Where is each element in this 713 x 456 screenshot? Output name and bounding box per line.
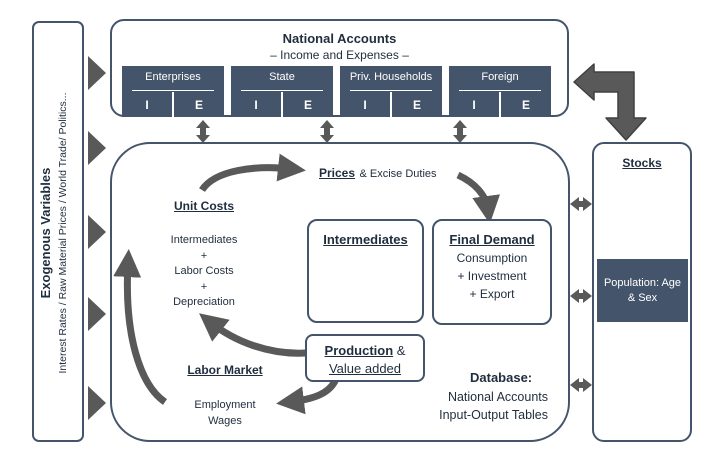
sector-link-arrow-2 (320, 120, 334, 143)
value-added-label: Value added (328, 361, 402, 376)
stocks-link-arrow-2 (570, 289, 592, 303)
sector-underline (241, 90, 323, 91)
production-title: Production (324, 343, 394, 358)
sector-underline (132, 90, 214, 91)
prices-rest: & Excise Duties (359, 168, 437, 180)
sector-divider (390, 92, 392, 117)
labor-market-to-unit-costs-arrow (113, 249, 168, 405)
production-box: Production & Value added (305, 334, 425, 382)
unit-costs-item: + (200, 249, 208, 262)
exogenous-arrow-5 (88, 386, 106, 420)
exogenous-arrow-2 (88, 131, 106, 165)
unit-costs-item: Intermediates (170, 234, 238, 246)
final-demand-box: Final Demand Consumption + Investment + … (432, 219, 552, 325)
prices-to-final-demand-arrow (456, 171, 501, 224)
labor-market-item: Wages (208, 415, 242, 427)
income-cell: I (145, 98, 149, 112)
exogenous-arrow-3 (88, 215, 106, 249)
expense-cell: E (303, 98, 312, 112)
sector-label: Enterprises (145, 71, 201, 83)
exogenous-arrow-4 (88, 297, 106, 331)
unit-costs-item: Depreciation (173, 296, 235, 308)
exogenous-variables-box: Exogenous Variables Interest Rates / Raw… (32, 21, 84, 442)
production-to-unit-costs-arrow (199, 313, 307, 357)
national-accounts-subtitle: – Income and Expenses – (270, 48, 409, 62)
stocks-feedback-arrow (573, 63, 647, 141)
intermediates-box: Intermediates (307, 219, 424, 323)
sector-underline (459, 90, 541, 91)
sector-label: Foreign (481, 71, 519, 83)
production-amp: & (396, 343, 406, 358)
expense-cell: E (194, 98, 203, 112)
final-demand-item: Consumption (456, 251, 528, 265)
database-item: National Accounts (447, 390, 548, 404)
sector-underline (350, 90, 432, 91)
unit-costs-item: + (200, 280, 208, 293)
database-item: Input-Output Tables (439, 408, 548, 422)
expense-cell: E (412, 98, 421, 112)
sector-private-households: Priv. Households I E (340, 66, 442, 117)
sector-link-arrow-1 (196, 120, 210, 143)
sector-divider (281, 92, 283, 117)
population-label: Population: Age & Sex (603, 277, 682, 304)
stocks-title: Stocks (622, 156, 662, 170)
final-demand-title: Final Demand (449, 232, 535, 247)
income-cell: I (472, 98, 476, 112)
unit-costs-title: Unit Costs (174, 199, 234, 213)
intermediates-title: Intermediates (323, 232, 408, 247)
unit-costs-to-prices-arrow (199, 153, 306, 193)
database-list: National Accounts Input-Output Tables (408, 388, 548, 424)
income-cell: I (363, 98, 367, 112)
prices-label: Prices & Excise Duties (319, 164, 437, 182)
database-title: Database: (470, 370, 533, 385)
income-cell: I (254, 98, 258, 112)
stocks-link-arrow-3 (570, 378, 592, 392)
sector-enterprises: Enterprises I E (122, 66, 224, 117)
sector-foreign: Foreign I E (449, 66, 551, 117)
population-box: Population: Age & Sex (597, 259, 688, 322)
national-accounts-title: National Accounts (282, 31, 397, 46)
final-demand-item: + Investment (457, 269, 527, 283)
final-demand-item: + Export (469, 287, 515, 301)
prices-title: Prices (319, 166, 356, 180)
sector-divider (499, 92, 501, 117)
labor-market-item: Employment (194, 399, 256, 411)
unit-costs-list: Intermediates + Labor Costs + Depreciati… (144, 233, 264, 311)
stocks-link-arrow-1 (570, 197, 592, 211)
sector-state: State I E (231, 66, 333, 117)
expense-cell: E (521, 98, 530, 112)
labor-market-title: Labor Market (187, 363, 263, 377)
labor-market-list: Employment Wages (170, 397, 280, 429)
exogenous-arrow-1 (88, 56, 106, 90)
unit-costs-item: Labor Costs (174, 265, 234, 277)
sector-label: State (269, 71, 295, 83)
sector-divider (172, 92, 174, 117)
production-title-line: Production & (307, 343, 423, 358)
production-to-labor-market-arrow (276, 377, 340, 415)
sector-label: Priv. Households (349, 71, 433, 83)
sector-link-arrow-3 (453, 120, 467, 143)
